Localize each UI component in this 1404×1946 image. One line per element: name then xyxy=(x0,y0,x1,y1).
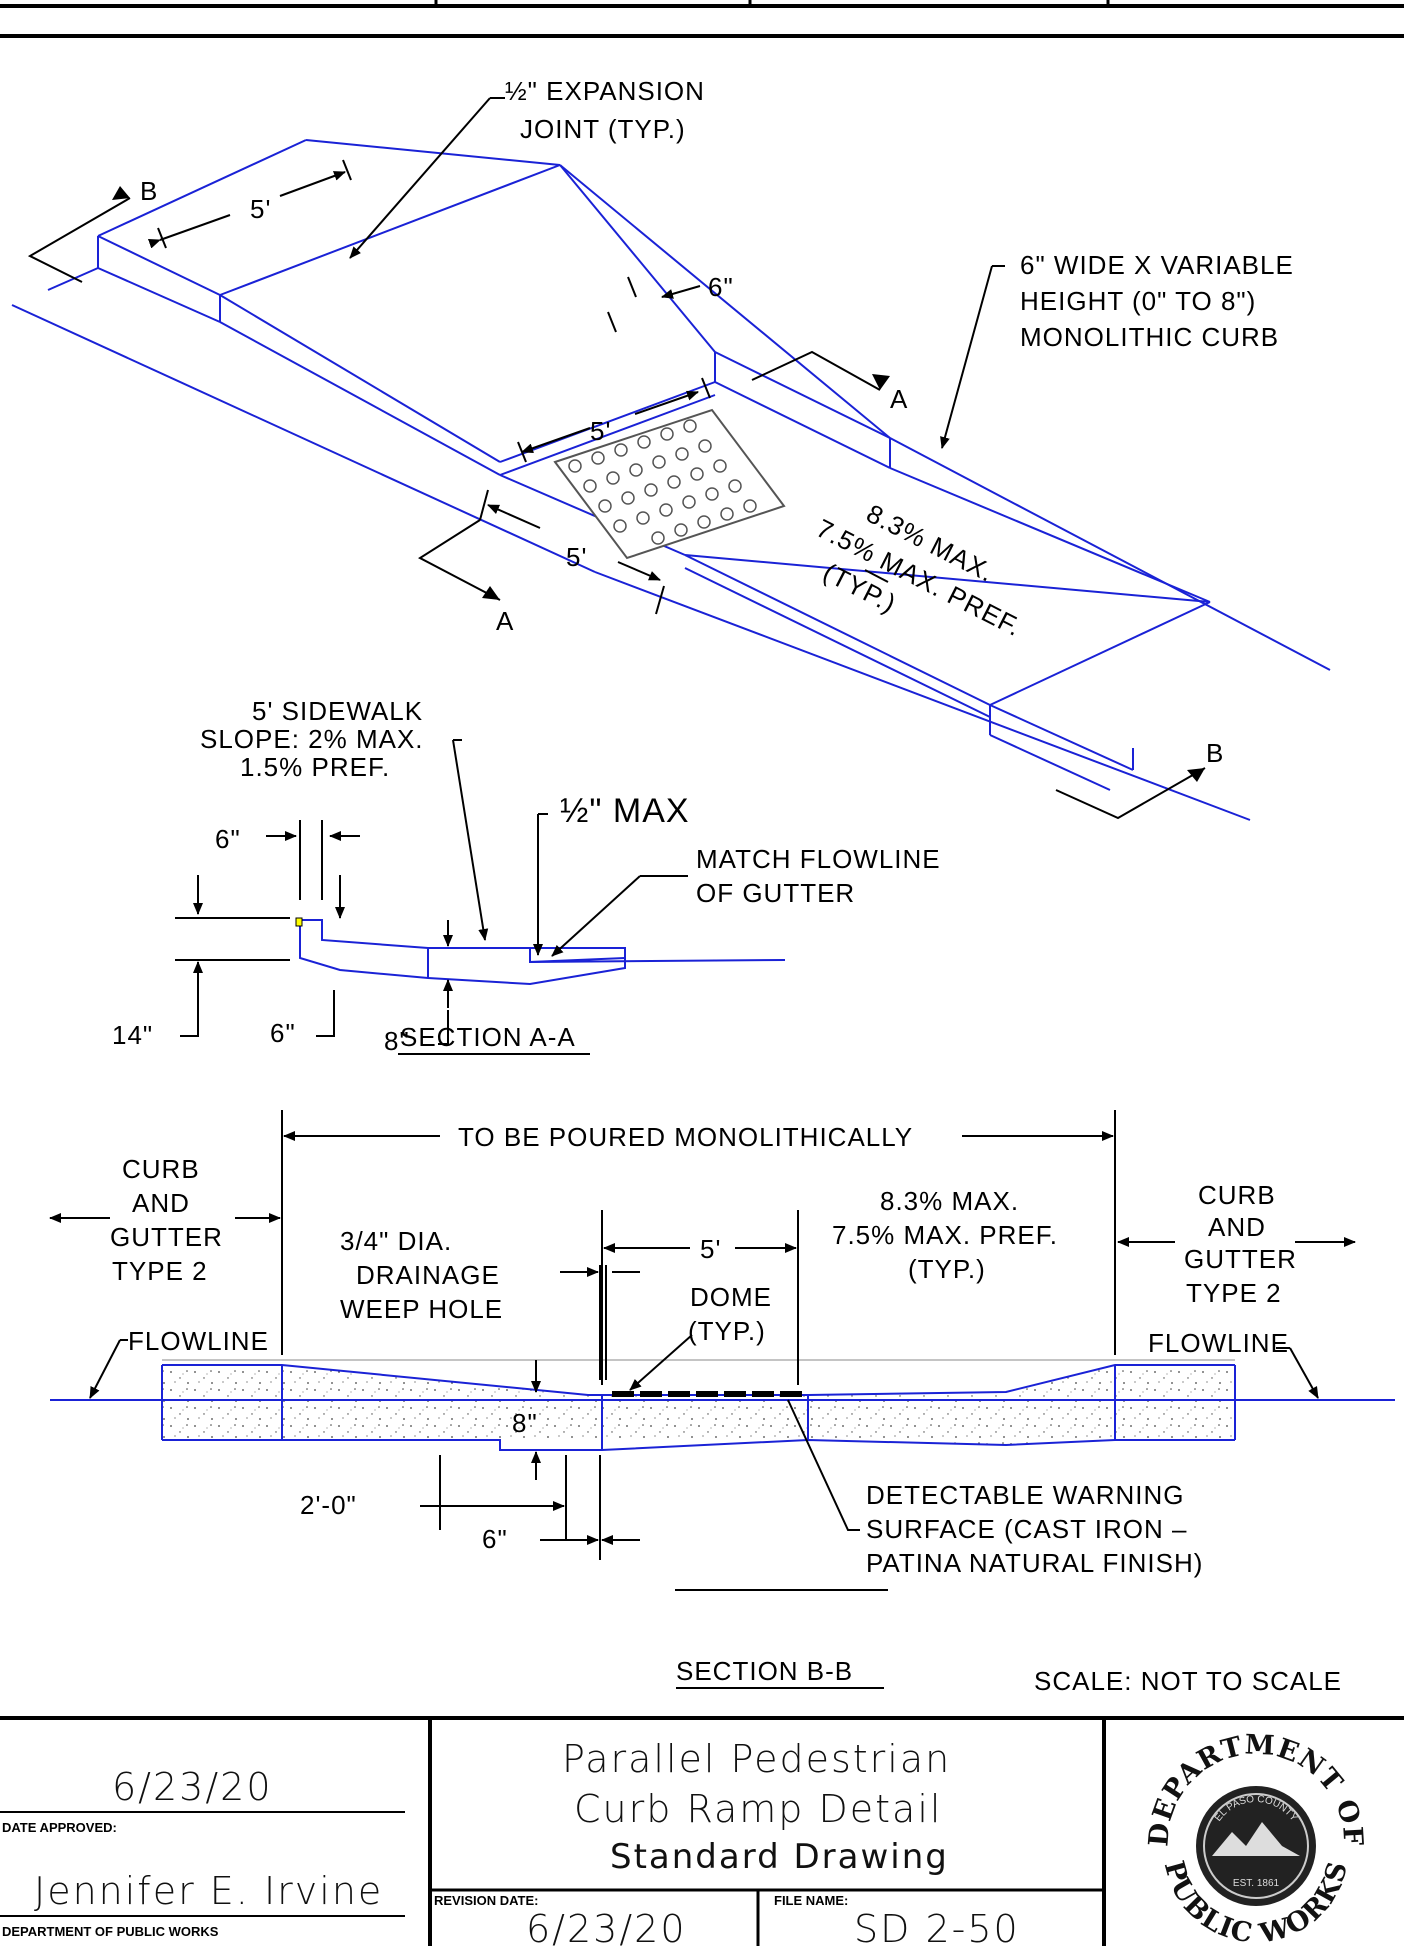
dome-label-1: DOME xyxy=(690,1282,772,1312)
callout-curb-1: 6" WIDE X VARIABLE xyxy=(1020,250,1294,280)
drawing-title-1: Parallel Pedestrian xyxy=(562,1737,951,1781)
dim-6in-bb: 6" xyxy=(482,1524,508,1554)
revision-date: 6/23/20 xyxy=(526,1907,687,1946)
dim-14in: 14" xyxy=(112,1020,153,1050)
dim-5ft-low: 5' xyxy=(566,542,587,572)
drawing-title-2: Curb Ramp Detail xyxy=(574,1787,942,1831)
scale-note: SCALE: NOT TO SCALE xyxy=(1034,1666,1342,1696)
approver-name: Jennifer E. Irvine xyxy=(34,1869,383,1913)
dim-5ft-bb: 5' xyxy=(700,1234,721,1264)
section-a-mark-left: A xyxy=(496,606,514,636)
warning-2: SURFACE (CAST IRON – xyxy=(866,1514,1187,1544)
section-aa: 5' SIDEWALK SLOPE: 2% MAX. 1.5% PREF. ½"… xyxy=(112,696,941,1056)
slope-bb-1: 8.3% MAX. xyxy=(880,1186,1019,1216)
top-border xyxy=(0,0,1404,38)
dim-6in-top-aa: 6" xyxy=(215,824,241,854)
department-seal-icon: DEPARTMENT OF PUBLIC WORKS EL PASO COUNT… xyxy=(1143,1729,1367,1946)
warning-pad xyxy=(553,408,786,560)
curb-left-2: AND xyxy=(132,1188,190,1218)
curb-right-3: GUTTER xyxy=(1184,1244,1297,1274)
section-bb: TO BE POURED MONOLITHICALLY CURB AND GUT… xyxy=(49,1110,1395,1696)
flowline-right: FLOWLINE xyxy=(1148,1328,1289,1358)
section-b-mark-right: B xyxy=(1206,738,1224,768)
poured-monolithically: TO BE POURED MONOLITHICALLY xyxy=(458,1122,913,1152)
curb-right-2: AND xyxy=(1208,1212,1266,1242)
section-aa-title: SECTION A-A xyxy=(400,1022,576,1052)
callout-curb-2: HEIGHT (0" TO 8") xyxy=(1020,286,1256,316)
callout-expansion-joint-2: JOINT (TYP.) xyxy=(520,114,686,144)
department-label: DEPARTMENT OF PUBLIC WORKS xyxy=(2,1924,219,1939)
isometric-view: ½" EXPANSION JOINT (TYP.) 6" WIDE X VARI… xyxy=(11,76,1331,821)
sidewalk-line-2: SLOPE: 2% MAX. xyxy=(200,724,424,754)
section-bb-title: SECTION B-B xyxy=(676,1656,853,1686)
dim-8in-aa: 8" xyxy=(384,1026,410,1056)
curb-left-4: TYPE 2 xyxy=(112,1256,208,1286)
match-flowline-2: OF GUTTER xyxy=(696,878,855,908)
file-name: SD 2-50 xyxy=(854,1907,1020,1946)
dim-6in-bottom-aa: 6" xyxy=(270,1018,296,1048)
dome-label-2: (TYP.) xyxy=(688,1316,766,1346)
callout-curb-3: MONOLITHIC CURB xyxy=(1020,322,1279,352)
slope-bb-2: 7.5% MAX. PREF. xyxy=(832,1220,1058,1250)
dim-8in-bb: 8" xyxy=(512,1408,538,1438)
warning-1: DETECTABLE WARNING xyxy=(866,1480,1184,1510)
section-b-mark-left: B xyxy=(140,176,158,206)
dim-2ft: 2'-0" xyxy=(300,1490,357,1520)
curb-left-3: GUTTER xyxy=(110,1222,223,1252)
callout-expansion-joint-1: ½" EXPANSION xyxy=(505,76,705,106)
weep-hole-3: WEEP HOLE xyxy=(340,1294,503,1324)
drawing-subtitle: Standard Drawing xyxy=(610,1837,949,1877)
revision-date-label: REVISION DATE: xyxy=(434,1893,539,1908)
file-name-label: FILE NAME: xyxy=(774,1893,848,1908)
date-approved-label: DATE APPROVED: xyxy=(2,1820,117,1835)
warning-3: PATINA NATURAL FINISH) xyxy=(866,1548,1203,1578)
curb-right-4: TYPE 2 xyxy=(1186,1278,1282,1308)
dim-5ft-mid: 5' xyxy=(590,416,611,446)
curb-left-1: CURB xyxy=(122,1154,200,1184)
half-inch-max: ½" MAX xyxy=(560,792,690,830)
weep-hole-2: DRAINAGE xyxy=(356,1260,500,1290)
dim-5ft-top: 5' xyxy=(250,194,271,224)
sidewalk-line-3: 1.5% PREF. xyxy=(240,752,390,782)
title-block: 6/23/20 DATE APPROVED: Jennifer E. Irvin… xyxy=(0,1716,1404,1946)
weep-hole-1: 3/4" DIA. xyxy=(340,1226,452,1256)
flowline-left: FLOWLINE xyxy=(128,1326,269,1356)
dim-6in-top: 6" xyxy=(708,272,734,302)
approval-date: 6/23/20 xyxy=(112,1765,273,1809)
seal-est-text: EST. 1861 xyxy=(1233,1878,1280,1889)
match-flowline-1: MATCH FLOWLINE xyxy=(696,844,941,874)
sidewalk-line-1: 5' SIDEWALK xyxy=(252,696,423,726)
curb-right-1: CURB xyxy=(1198,1180,1276,1210)
section-a-mark-right: A xyxy=(890,384,908,414)
slope-bb-3: (TYP.) xyxy=(908,1254,986,1284)
